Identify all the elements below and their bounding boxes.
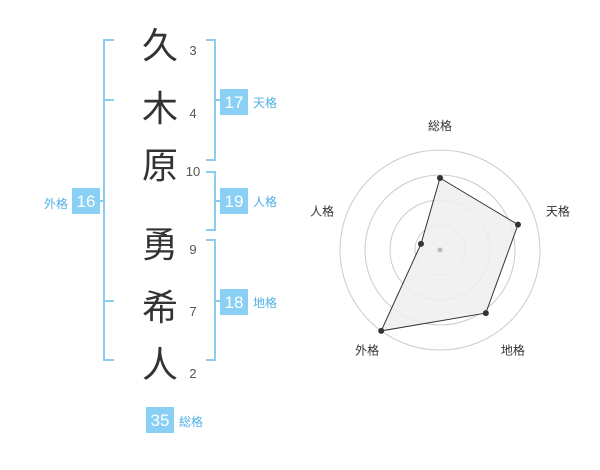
chikaku-badge-bg: [220, 289, 248, 315]
jinkaku-value: 19: [225, 192, 244, 211]
surname-char-1: 久: [142, 26, 178, 67]
surname-char-2: 木: [142, 89, 178, 130]
stroke-count-6: 2: [189, 366, 196, 381]
radar-ring-4: [339, 149, 541, 351]
gaikaku-badge-bg: [72, 188, 100, 214]
radar-points: [378, 175, 521, 334]
radar-center: [437, 247, 443, 253]
radar-point-2: [514, 221, 521, 228]
gaikaku-label: 外格: [44, 196, 68, 211]
chikaku-label: 地格: [253, 295, 277, 310]
radar-point-5: [417, 240, 424, 247]
stroke-count-3: 10: [186, 164, 200, 179]
surname-char-3: 原: [142, 146, 178, 187]
soukaku-label: 総格: [179, 414, 203, 429]
gaikaku-badge: 外格 16: [44, 188, 100, 214]
bracket-chikaku: [206, 239, 220, 361]
radar-axis-label-4: 外格: [355, 342, 379, 357]
radar-shape: [380, 177, 519, 332]
jinkaku-badge-bg: [220, 188, 248, 214]
radar-axis-label-1: 総格: [428, 118, 452, 133]
radar-axis-label-2: 天格: [546, 204, 570, 219]
jinkaku-badge: 19 人格: [220, 188, 277, 214]
stroke-count-1: 3: [189, 43, 196, 58]
jinkaku-label: 人格: [253, 194, 277, 209]
brackets: [100, 39, 220, 361]
bracket-tenkaku: [206, 39, 220, 161]
bracket-gaikaku: [100, 39, 114, 361]
given-char-3: 人: [142, 345, 178, 386]
tenkaku-badge: 17 天格: [220, 89, 277, 115]
stroke-count-2: 4: [189, 106, 196, 121]
soukaku-value: 35: [151, 411, 170, 430]
tenkaku-badge-bg: [220, 89, 248, 115]
chikaku-value: 18: [225, 293, 244, 312]
stroke-counts: 3 4 10 9 7 2: [186, 43, 200, 381]
gaikaku-value: 16: [77, 192, 96, 211]
stroke-count-4: 9: [189, 242, 196, 257]
tenkaku-value: 17: [225, 93, 244, 112]
soukaku-badge: 35 総格: [146, 407, 203, 433]
soukaku-badge-bg: [146, 407, 174, 433]
radar-point-4: [378, 327, 385, 334]
tenkaku-label: 天格: [253, 95, 277, 110]
bracket-jinkaku: [206, 171, 220, 231]
given-char-2: 希: [142, 288, 178, 329]
radar-point-1: [437, 175, 443, 181]
radar-point-3: [482, 310, 489, 317]
radar-axis-label-3: 地格: [501, 342, 525, 357]
stroke-count-5: 7: [189, 304, 196, 319]
radar-axis-label-5: 人格: [310, 204, 334, 219]
given-char-1: 勇: [142, 225, 178, 266]
chikaku-badge: 18 地格: [220, 289, 277, 315]
name-characters: 久 木 原 勇 希 人: [142, 26, 178, 386]
